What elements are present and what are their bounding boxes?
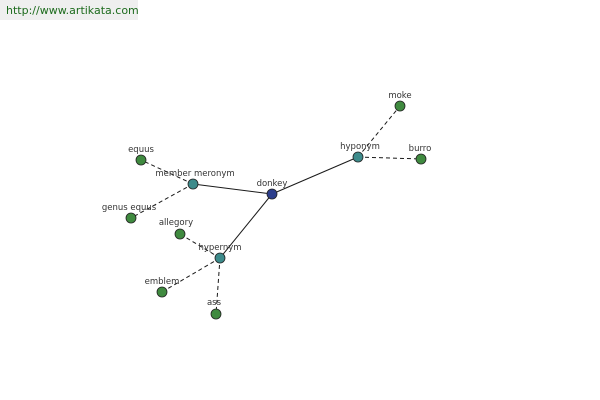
node-dot-ass[interactable] bbox=[210, 308, 222, 320]
node-label-member-meronym: member meronym bbox=[155, 169, 234, 179]
node-equus[interactable]: equus bbox=[128, 145, 154, 166]
node-allegory[interactable]: allegory bbox=[159, 218, 193, 240]
edge-hypernym-allegory bbox=[179, 233, 221, 259]
node-label-equus: equus bbox=[128, 145, 154, 155]
node-hypernym[interactable]: hypernym bbox=[198, 243, 242, 264]
node-ass[interactable]: ass bbox=[207, 298, 222, 320]
node-dot-moke[interactable] bbox=[394, 100, 406, 112]
url-banner: http://www.artikata.com bbox=[0, 0, 139, 20]
node-moke[interactable]: moke bbox=[388, 91, 412, 112]
node-burro[interactable]: burro bbox=[409, 144, 432, 165]
node-label-ass: ass bbox=[207, 298, 222, 308]
node-dot-hyponym[interactable] bbox=[352, 151, 364, 163]
node-donkey[interactable]: donkey bbox=[257, 179, 288, 200]
node-dot-emblem[interactable] bbox=[156, 286, 168, 298]
node-genus-equus[interactable]: genus equus bbox=[102, 203, 157, 224]
node-dot-hypernym[interactable] bbox=[214, 252, 226, 264]
edge-hypernym-ass bbox=[215, 257, 221, 315]
node-member-meronym[interactable]: member meronym bbox=[155, 169, 235, 190]
url-link[interactable]: http://www.artikata.com bbox=[6, 4, 139, 17]
graph-edges bbox=[130, 105, 422, 315]
edge-member-meronym-equus bbox=[140, 159, 194, 185]
edge-donkey-hyponym bbox=[271, 156, 359, 195]
edge-hyponym-burro bbox=[357, 156, 422, 160]
node-label-moke: moke bbox=[388, 91, 411, 101]
node-label-genus-equus: genus equus bbox=[102, 203, 157, 213]
node-label-donkey: donkey bbox=[257, 179, 288, 189]
graph-nodes: donkey hyponym member meronym hypernym moke b… bbox=[102, 91, 432, 320]
node-hyponym[interactable]: hyponym bbox=[340, 142, 380, 163]
node-label-emblem: emblem bbox=[145, 277, 180, 287]
edge-member-meronym-genus-equus bbox=[130, 183, 194, 219]
node-emblem[interactable]: emblem bbox=[145, 277, 180, 298]
node-label-allegory: allegory bbox=[159, 218, 193, 228]
node-label-burro: burro bbox=[409, 144, 432, 154]
node-dot-burro[interactable] bbox=[415, 153, 427, 165]
edge-hypernym-emblem bbox=[161, 257, 221, 293]
node-dot-equus[interactable] bbox=[135, 154, 147, 166]
edge-donkey-hypernym bbox=[219, 193, 273, 259]
node-dot-genus-equus[interactable] bbox=[125, 212, 137, 224]
node-dot-member-meronym[interactable] bbox=[187, 178, 199, 190]
edge-donkey-member-meronym bbox=[192, 183, 273, 195]
node-dot-donkey[interactable] bbox=[266, 188, 278, 200]
node-dot-allegory[interactable] bbox=[174, 228, 186, 240]
node-label-hypernym: hypernym bbox=[198, 243, 241, 253]
node-label-hyponym: hyponym bbox=[340, 142, 380, 152]
